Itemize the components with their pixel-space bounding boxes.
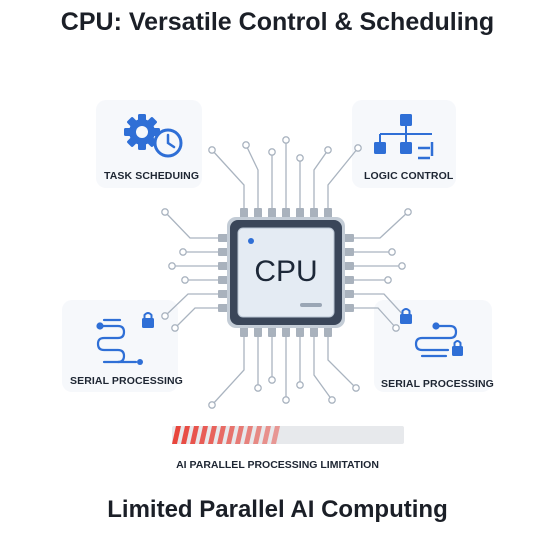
cpu-chip: CPU	[227, 217, 345, 328]
chip-pins	[218, 208, 354, 337]
logic-control-label: LOGIC CONTROL	[364, 170, 454, 182]
chip-pin	[218, 234, 228, 242]
chip-pin	[282, 208, 290, 218]
trace-node	[296, 154, 304, 162]
trace-node	[161, 312, 169, 320]
limitation-bar-stripe	[217, 426, 226, 444]
trace-node	[392, 324, 400, 332]
page-title: CPU: Versatile Control & Scheduling	[60, 8, 495, 36]
circuit-trace	[354, 307, 397, 329]
limitation-caption: AI PARALLEL PROCESSING LIMITATION	[176, 459, 379, 471]
chip-pin	[282, 327, 290, 337]
trace-node	[268, 376, 276, 384]
circuit-traces	[161, 136, 412, 409]
circuit-trace	[164, 211, 218, 239]
serial-right-card-bg	[374, 300, 492, 392]
chip-pin	[268, 208, 276, 218]
trace-node	[384, 276, 392, 284]
chip-pin	[344, 262, 354, 270]
chip-pin	[310, 327, 318, 337]
trace-node	[282, 136, 290, 144]
circuit-trace	[354, 293, 407, 319]
cpu-label: CPU	[254, 255, 317, 288]
trace-node	[208, 146, 216, 154]
trace-node	[181, 276, 189, 284]
limitation-bar-stripe	[235, 426, 244, 444]
trace-node	[254, 384, 262, 392]
chip-pin	[218, 262, 228, 270]
gear-clock-icon	[124, 114, 183, 158]
chip-pin	[344, 234, 354, 242]
limitation-bar-stripe	[271, 426, 280, 444]
circuit-trace	[245, 144, 259, 208]
chip-pin	[344, 248, 354, 256]
flowchart-icon	[374, 114, 434, 160]
trace-node	[282, 396, 290, 404]
circuit-trace	[164, 293, 218, 317]
chip-pin	[324, 327, 332, 337]
limitation-bar-stripe	[181, 426, 190, 444]
chip-pin	[240, 208, 248, 218]
trace-node	[352, 384, 360, 392]
chip-pin	[218, 276, 228, 284]
chip-pin	[218, 248, 228, 256]
chip-pin	[218, 304, 228, 312]
serial-processing-right-label: SERIAL PROCESSING	[381, 378, 494, 390]
trace-node	[296, 381, 304, 389]
chip-pin	[296, 208, 304, 218]
limitation-bar-stripe	[226, 426, 235, 444]
trace-node	[268, 148, 276, 156]
chip-pin	[240, 327, 248, 337]
trace-node	[398, 262, 406, 270]
serial-lock-icon-left	[96, 312, 154, 365]
parallel-limitation-bar	[172, 426, 404, 444]
circuit-trace	[211, 149, 245, 208]
circuit-trace	[327, 147, 359, 208]
limitation-bar-stripe	[199, 426, 208, 444]
trace-node	[171, 324, 179, 332]
chip-pin	[344, 304, 354, 312]
chip-pin	[344, 290, 354, 298]
limitation-bar-stripe	[262, 426, 271, 444]
trace-node	[324, 146, 332, 154]
trace-node	[168, 262, 176, 270]
circuit-trace	[313, 337, 333, 401]
circuit-trace	[327, 337, 357, 389]
chip-pin	[296, 327, 304, 337]
chip-pin	[218, 290, 228, 298]
serial-left-card-bg	[62, 300, 178, 392]
chip-orientation-dot	[248, 238, 254, 244]
footer-title: Limited Parallel AI Computing	[107, 496, 448, 523]
trace-node	[388, 248, 396, 256]
trace-node	[161, 208, 169, 216]
trace-node	[179, 248, 187, 256]
circuit-trace	[354, 211, 409, 239]
trace-node	[328, 396, 336, 404]
circuit-trace	[174, 307, 218, 329]
chip-pin	[324, 208, 332, 218]
limitation-bar-stripe	[190, 426, 199, 444]
chip-pin	[310, 208, 318, 218]
chip-pin	[254, 208, 262, 218]
trace-node	[404, 208, 412, 216]
limitation-bar-stripe	[244, 426, 253, 444]
circuit-trace	[313, 149, 329, 208]
chip-pin	[268, 327, 276, 337]
serial-lock-icon-right	[400, 308, 463, 358]
task-scheduling-label: TASK SCHEDUING	[104, 170, 200, 182]
trace-node	[242, 141, 250, 149]
limitation-bar-stripe	[172, 426, 181, 444]
chip-pin	[254, 327, 262, 337]
circuit-trace	[211, 337, 245, 406]
limitation-bar-stripe	[208, 426, 217, 444]
limitation-bar-stripe	[253, 426, 262, 444]
serial-processing-left-label: SERIAL PROCESSING	[70, 375, 183, 387]
trace-node	[208, 401, 216, 409]
chip-pin	[344, 276, 354, 284]
trace-node	[354, 144, 362, 152]
